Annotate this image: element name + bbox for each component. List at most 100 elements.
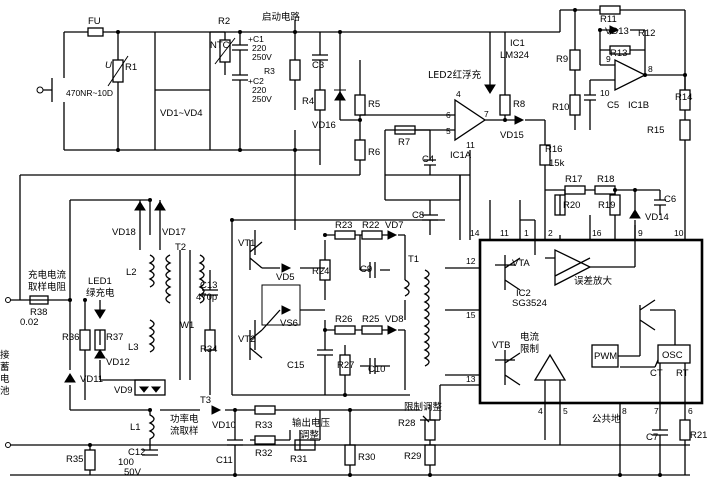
battery-terminals (5, 86, 44, 448)
pin-label: 4 (538, 406, 543, 416)
label-c3: C3 (312, 60, 324, 71)
label-common-ground: 公共地 (592, 413, 621, 425)
label-c13: C13 (200, 280, 217, 291)
label-15k: 15k (549, 158, 565, 169)
label-led2: LED2红浮充 (428, 69, 482, 81)
label-output-adj-1: 输出电压 (292, 417, 331, 429)
label-limit-adj: 限制调整 (404, 401, 443, 413)
label-pwm: PWM (594, 351, 617, 362)
label-r15: R15 (647, 125, 664, 136)
label-ic1: IC1 (510, 38, 525, 49)
label-vd1-4: VD1~VD4 (160, 108, 203, 119)
label-vt2: VT2 (238, 334, 255, 345)
label-c9: C9 (360, 264, 372, 275)
label-r12: R12 (638, 28, 655, 39)
label-r1: R1 (125, 62, 137, 73)
label-r6: R6 (368, 147, 380, 158)
label-l2: L2 (126, 267, 137, 278)
label-c7: C7 (646, 432, 658, 443)
label-vd15: VD15 (500, 130, 524, 141)
label-r14: R14 (675, 92, 692, 103)
label-c4: C4 (422, 154, 434, 165)
label-r25: R25 (362, 314, 379, 325)
label-r11: R11 (600, 14, 617, 25)
label-r22: R22 (362, 220, 379, 231)
pin-label: 10 (600, 88, 610, 98)
label-startup: 启动电路 (262, 11, 301, 23)
label-u: U (105, 60, 112, 71)
junction-dots (68, 8, 687, 477)
label-current-limit-1: 电流 (520, 331, 540, 343)
label-output-adj-2: 调整 (300, 429, 320, 441)
label-r27: R27 (337, 360, 354, 371)
label-error-amp: 误差放大 (574, 275, 613, 287)
label-varistor: 470NR~10D (66, 88, 113, 98)
label-battery-2: 蓄 (0, 361, 10, 373)
label-r2: R2 (218, 16, 230, 27)
label-vd7: VD7 (385, 220, 403, 231)
label-t2: T2 (175, 242, 186, 253)
label-r10: R10 (552, 102, 569, 113)
label-c2-val: 220 (252, 85, 266, 95)
label-r20: R20 (563, 200, 580, 211)
label-ic1a: IC1A (450, 150, 472, 161)
label-vd11: VD11 (80, 374, 103, 385)
label-r7: R7 (398, 137, 410, 148)
label-r32: R32 (255, 448, 272, 459)
label-osc: OSC (662, 350, 683, 361)
label-vd9: VD9 (114, 385, 132, 396)
pin-label: 16 (592, 228, 602, 238)
pin-label: 11 (500, 228, 509, 238)
label-fu: FU (88, 16, 101, 27)
label-power-sense-2: 流取样 (170, 425, 199, 437)
label-r38-val: 0.02 (20, 317, 39, 328)
label-r5: R5 (368, 99, 380, 110)
label-vd5: VD5 (276, 272, 294, 283)
label-c2: +C2 (248, 76, 264, 86)
label-c2-v: 250V (252, 94, 272, 104)
label-r21: R21 (690, 430, 707, 441)
label-ic2: IC2 (516, 288, 531, 299)
label-r17: R17 (565, 174, 582, 185)
label-r16: R16 (545, 144, 562, 155)
pin-label: 5 (563, 406, 568, 416)
label-r4: R4 (302, 96, 314, 107)
label-r13: R13 (610, 48, 627, 59)
label-c12: C12 (128, 447, 145, 458)
label-c8: C8 (412, 210, 424, 221)
label-t3: T3 (200, 395, 211, 406)
label-c1-val: 220 (252, 43, 266, 53)
label-r31: R31 (290, 454, 307, 465)
pin-label: 13 (466, 374, 476, 384)
wiring (10, 5, 704, 476)
label-c12-v: 50V (124, 467, 142, 478)
label-c12-val: 100 (118, 457, 134, 468)
label-t1: T1 (408, 254, 419, 265)
label-vd17: VD17 (162, 227, 186, 238)
pin-label: 5 (446, 126, 451, 136)
label-r9: R9 (556, 54, 568, 65)
label-r36: R36 (62, 332, 79, 343)
label-c15: C15 (287, 360, 304, 371)
label-vd13: VD13 (605, 26, 629, 37)
label-l1: L1 (130, 422, 141, 433)
pin-label: 10 (674, 228, 684, 238)
pin-label: 1 (524, 228, 529, 238)
label-r29: R29 (404, 451, 421, 462)
label-ct: CT (650, 368, 663, 379)
pin-label: 8 (622, 406, 627, 416)
component-labels: FU R1 U 470NR~10D R2 NTC 启动电路 +C1 220 25… (0, 11, 707, 478)
pin-label: 2 (548, 228, 553, 238)
label-r3: R3 (264, 66, 275, 76)
label-r38: R38 (30, 307, 47, 318)
label-c10: C10 (368, 364, 385, 375)
label-vta: VTA (512, 258, 530, 269)
label-vt1: VT1 (238, 238, 255, 249)
label-power-sense-1: 功率电 (170, 413, 199, 425)
label-lm324: LM324 (500, 50, 529, 61)
label-r34: R34 (200, 344, 217, 355)
pin-label: 15 (466, 310, 476, 320)
label-r24: R24 (312, 266, 329, 277)
